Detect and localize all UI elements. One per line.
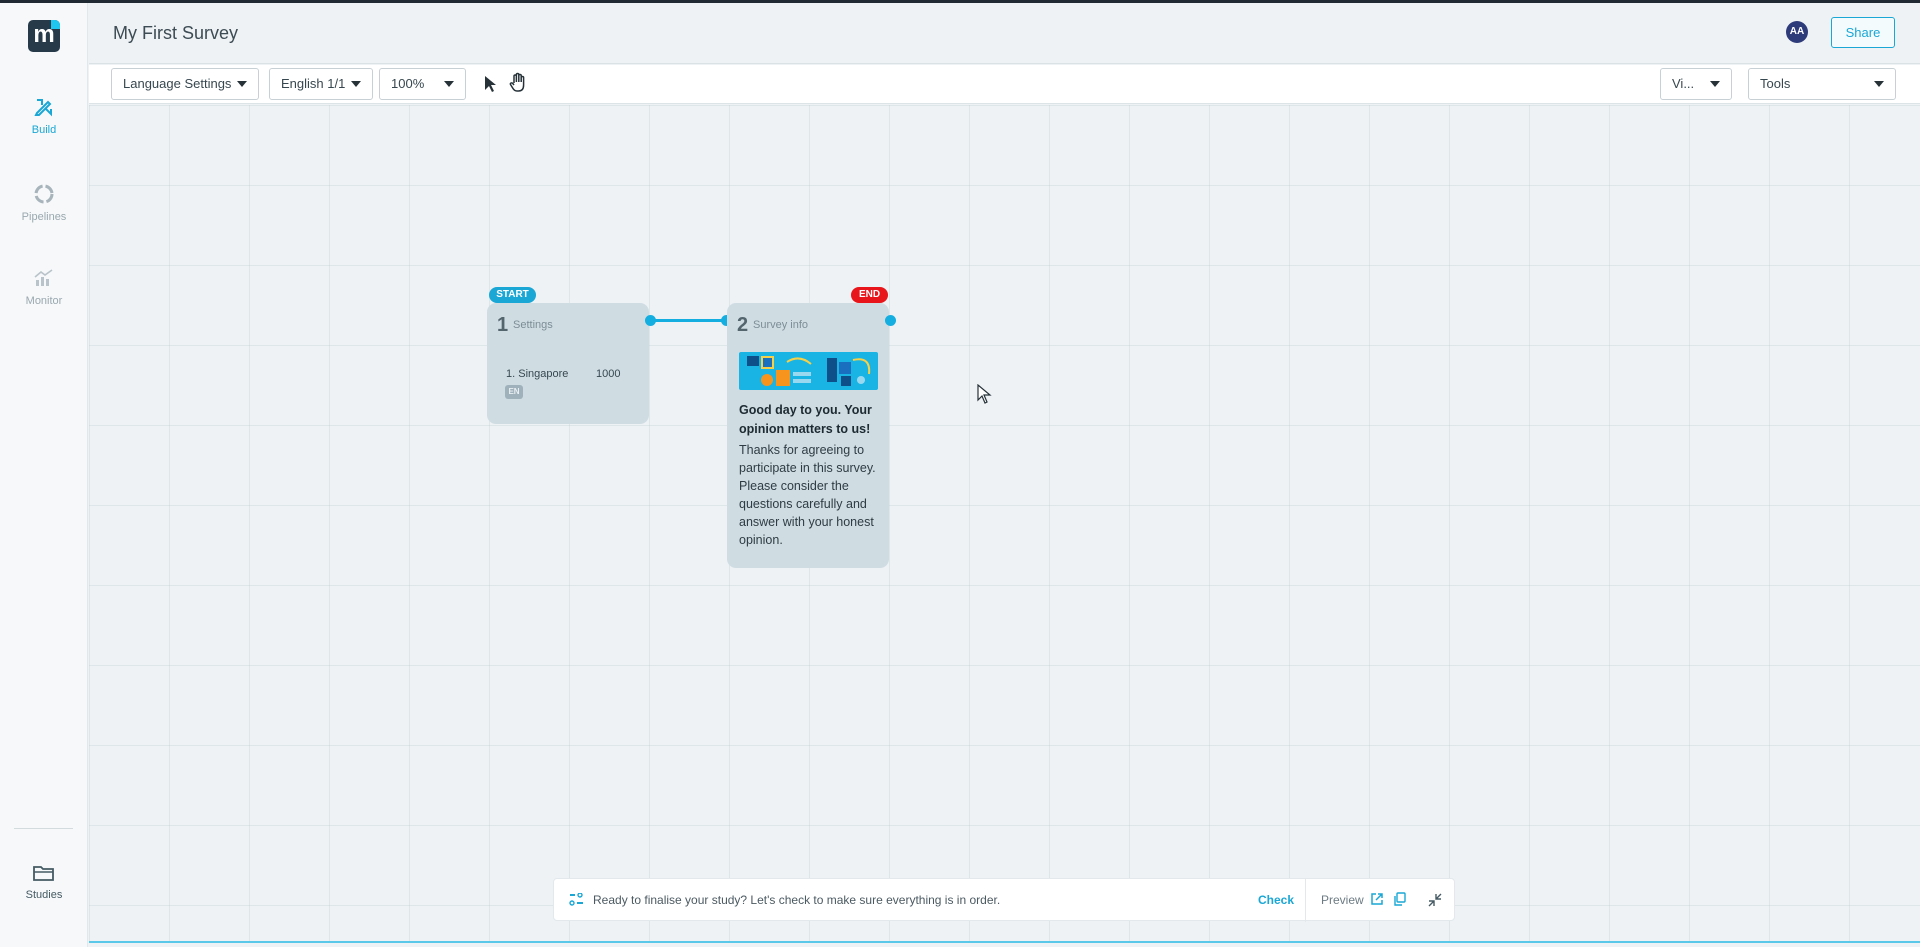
survey-title[interactable]: My First Survey bbox=[113, 23, 239, 43]
pencil-ruler-icon bbox=[34, 99, 52, 117]
end-badge: END bbox=[851, 287, 888, 303]
flow-canvas[interactable] bbox=[89, 105, 1920, 943]
language-settings-label: Language Settings bbox=[123, 76, 232, 91]
folder-icon bbox=[33, 866, 54, 881]
chevron-down-icon bbox=[1874, 81, 1884, 87]
language-settings-dropdown[interactable]: Language Settings bbox=[111, 68, 259, 100]
sidebar: m Build Pipelines Monitor Studies bbox=[0, 3, 88, 947]
avatar[interactable]: AA bbox=[1786, 21, 1808, 43]
survey-info-node[interactable]: 2 Survey info Good day to you. Your opin… bbox=[727, 303, 889, 568]
chevron-down-icon bbox=[351, 81, 361, 87]
zoom-label: 100% bbox=[391, 76, 425, 91]
header: My First Survey AA Share bbox=[89, 3, 1920, 64]
language-label: English 1/1 bbox=[281, 76, 346, 91]
sidebar-item-label: Build bbox=[31, 124, 57, 136]
language-dropdown[interactable]: English 1/1 bbox=[269, 68, 373, 100]
logo-accent bbox=[51, 20, 60, 29]
copy-link-icon[interactable] bbox=[1393, 892, 1407, 906]
finalise-check-bar: Ready to finalise your study? Let's chec… bbox=[553, 878, 1455, 922]
sidebar-item-label: Studies bbox=[25, 889, 63, 901]
survey-info-heading: Good day to you. Your opinion matters to… bbox=[739, 403, 872, 436]
circle-segments-icon bbox=[34, 184, 54, 204]
share-button[interactable]: Share bbox=[1831, 17, 1895, 48]
sidebar-item-build[interactable]: Build bbox=[0, 96, 88, 136]
node-number: 1 bbox=[497, 314, 509, 336]
survey-info-input-port[interactable] bbox=[721, 315, 732, 326]
tools-dropdown[interactable]: Tools bbox=[1748, 68, 1896, 100]
mouse-cursor-icon bbox=[977, 384, 992, 404]
check-button[interactable]: Check bbox=[1258, 893, 1295, 907]
collapse-icon[interactable] bbox=[1428, 893, 1442, 907]
sidebar-divider bbox=[14, 828, 73, 829]
node-title: Settings bbox=[513, 319, 553, 331]
node-number: 2 bbox=[737, 314, 749, 336]
sidebar-item-monitor[interactable]: Monitor bbox=[0, 267, 88, 307]
preview-label: Preview bbox=[1321, 893, 1364, 907]
checklist-icon bbox=[569, 893, 583, 906]
chevron-down-icon bbox=[237, 81, 247, 87]
logo-letter: m bbox=[33, 21, 55, 48]
settings-output-port[interactable] bbox=[645, 315, 656, 326]
finalise-message: Ready to finalise your study? Let's chec… bbox=[593, 893, 1001, 907]
node-connector[interactable] bbox=[651, 319, 727, 322]
node-title: Survey info bbox=[753, 319, 809, 331]
toolbar: Language Settings English 1/1 100% Vi...… bbox=[89, 65, 1920, 104]
sidebar-item-label: Pipelines bbox=[21, 211, 67, 223]
sidebar-item-studies[interactable]: Studies bbox=[0, 863, 88, 901]
language-tag: EN bbox=[505, 385, 523, 399]
window-top-strip bbox=[0, 0, 1920, 3]
survey-info-output-port[interactable] bbox=[885, 315, 896, 326]
view-dropdown[interactable]: Vi... bbox=[1660, 68, 1732, 100]
chevron-down-icon bbox=[444, 81, 454, 87]
survey-banner-image bbox=[739, 352, 878, 390]
chart-icon bbox=[34, 269, 53, 286]
sidebar-item-pipelines[interactable]: Pipelines bbox=[0, 183, 88, 223]
check-bar-divider bbox=[1305, 879, 1306, 922]
hand-tool-icon[interactable] bbox=[508, 72, 528, 94]
settings-node[interactable]: 1 Settings 1. Singapore 1000 EN bbox=[487, 303, 649, 424]
start-badge: START bbox=[489, 287, 536, 303]
canvas-bottom-line bbox=[89, 941, 1920, 943]
zoom-dropdown[interactable]: 100% bbox=[379, 68, 466, 100]
view-label: Vi... bbox=[1672, 76, 1695, 91]
country-label: 1. Singapore bbox=[506, 368, 569, 380]
chevron-down-icon bbox=[1710, 81, 1720, 87]
open-external-icon[interactable] bbox=[1370, 892, 1384, 906]
sample-size-value: 1000 bbox=[596, 368, 621, 380]
tools-label: Tools bbox=[1760, 76, 1791, 91]
app-logo[interactable]: m bbox=[28, 20, 60, 52]
pointer-tool-icon[interactable] bbox=[482, 74, 498, 94]
survey-info-body: Thanks for agreeing to participate in th… bbox=[739, 443, 876, 547]
sidebar-item-label: Monitor bbox=[25, 295, 63, 307]
